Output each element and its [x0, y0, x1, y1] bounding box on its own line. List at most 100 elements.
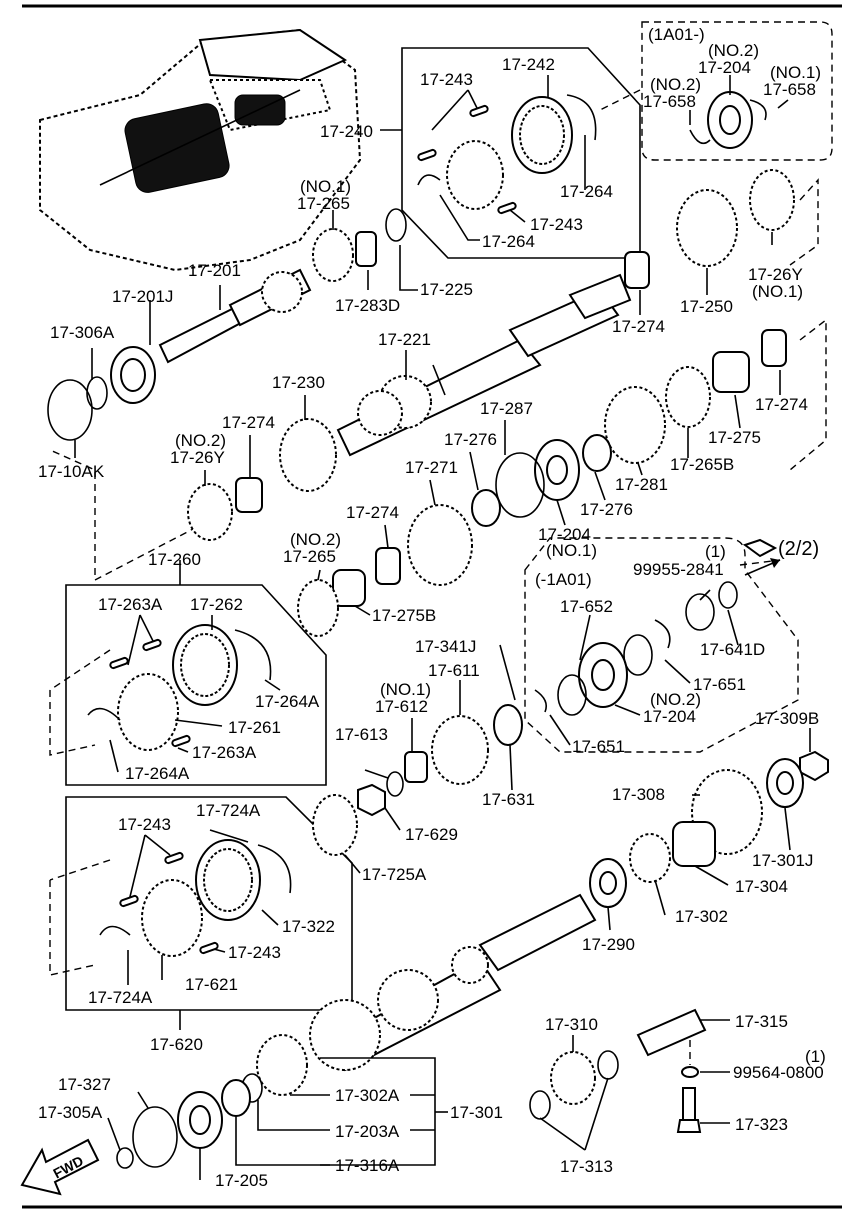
label-no2-204: (NO.2) — [708, 41, 759, 60]
label-99955-2841: 99955-2841 — [633, 560, 724, 579]
label-qty-1-a: (1) — [705, 542, 726, 561]
part-labels: 17-201 17-201J 17-306A 17-10AK (NO.1) 17… — [38, 25, 826, 1190]
label-17-275B: 17-275B — [372, 606, 436, 625]
label-17-265-no2: 17-265 — [283, 547, 336, 566]
label-17-26Y-b: 17-26Y — [170, 448, 225, 467]
label-17-264-b: 17-264 — [482, 232, 535, 251]
label-17-204-c: 17-204 — [643, 707, 696, 726]
label-17-652: 17-652 — [560, 597, 613, 616]
input-shaft — [158, 268, 312, 364]
label-99564-0800: 99564-0800 — [733, 1063, 824, 1082]
label-17-264A-a: 17-264A — [255, 692, 320, 711]
label-no1-204: (NO.1) — [546, 541, 597, 560]
label-17-264A-b: 17-264A — [125, 764, 190, 783]
label-17-10AK: 17-10AK — [38, 462, 105, 481]
label-no2-204-lower: (NO.2) — [650, 690, 701, 709]
page-ref-arrow — [742, 538, 781, 576]
label-no1-612: (NO.1) — [380, 680, 431, 699]
label-17-262: 17-262 — [190, 595, 243, 614]
label-17-316A: 17-316A — [335, 1156, 400, 1175]
label-17-274-a: 17-274 — [612, 317, 665, 336]
label-1A01-code-lower: (-1A01) — [535, 570, 592, 589]
label-17-274-b: 17-274 — [755, 395, 808, 414]
label-1A01-code: (1A01-) — [648, 25, 705, 44]
label-17-205: 17-205 — [215, 1171, 268, 1190]
label-17-242: 17-242 — [502, 55, 555, 74]
label-17-313: 17-313 — [560, 1157, 613, 1176]
label-17-651-b: 17-651 — [572, 737, 625, 756]
label-17-621: 17-621 — [185, 975, 238, 994]
label-17-243-c: 17-243 — [118, 815, 171, 834]
label-17-612: 17-612 — [375, 697, 428, 716]
key-pins — [109, 104, 517, 955]
main-shaft — [336, 273, 632, 457]
box-17-260 — [65, 584, 327, 786]
label-17-290: 17-290 — [582, 935, 635, 954]
label-17-201: 17-201 — [188, 261, 241, 280]
label-17-204-a: 17-204 — [698, 58, 751, 77]
label-17-230: 17-230 — [272, 373, 325, 392]
label-17-276-a: 17-276 — [444, 430, 497, 449]
label-17-327: 17-327 — [58, 1075, 111, 1094]
label-17-309B: 17-309B — [755, 709, 819, 728]
label-17-274-d: 17-274 — [346, 503, 399, 522]
fwd-arrow-icon — [20, 1138, 100, 1196]
label-17-310: 17-310 — [545, 1015, 598, 1034]
label-17-264-a: 17-264 — [560, 182, 613, 201]
box-17-620 — [65, 796, 353, 1011]
label-17-250: 17-250 — [680, 297, 733, 316]
label-17-203A: 17-203A — [335, 1122, 400, 1141]
label-17-276-b: 17-276 — [580, 500, 633, 519]
label-17-306A: 17-306A — [50, 323, 115, 342]
label-17-613: 17-613 — [335, 725, 388, 744]
label-17-629: 17-629 — [405, 825, 458, 844]
label-no1-26Y: (NO.1) — [752, 282, 803, 301]
label-17-263A-b: 17-263A — [192, 743, 257, 762]
dashed-leaders — [49, 89, 827, 1065]
label-17-341J: 17-341J — [415, 637, 476, 656]
label-17-26Y-a: 17-26Y — [748, 265, 803, 284]
label-17-260: 17-260 — [148, 550, 201, 569]
label-17-304: 17-304 — [735, 877, 788, 896]
label-17-243-b: 17-243 — [530, 215, 583, 234]
label-no2-265: (NO.2) — [290, 530, 341, 549]
label-17-201J: 17-201J — [112, 287, 173, 306]
label-17-301: 17-301 — [450, 1103, 503, 1122]
label-17-323: 17-323 — [735, 1115, 788, 1134]
label-17-651-a: 17-651 — [693, 675, 746, 694]
label-17-301J: 17-301J — [752, 851, 813, 870]
label-17-225: 17-225 — [420, 280, 473, 299]
label-17-658-a: 17-658 — [643, 92, 696, 111]
label-17-620: 17-620 — [150, 1035, 203, 1054]
label-qty-1-b: (1) — [805, 1047, 826, 1066]
label-17-287: 17-287 — [480, 399, 533, 418]
label-no1-658: (NO.1) — [770, 63, 821, 82]
label-17-281: 17-281 — [615, 475, 668, 494]
label-17-305A: 17-305A — [38, 1103, 103, 1122]
label-17-265-no1: 17-265 — [297, 194, 350, 213]
label-no2-658: (NO.2) — [650, 75, 701, 94]
label-17-724A-a: 17-724A — [196, 801, 261, 820]
label-17-204-b: 17-204 — [538, 525, 591, 544]
label-no1-265: (NO.1) — [300, 177, 351, 196]
leader-lines — [74, 75, 811, 1180]
label-17-611: 17-611 — [428, 661, 480, 680]
label-17-631: 17-631 — [482, 790, 535, 809]
box-1A01-upper — [641, 21, 833, 161]
parts-shapes — [47, 91, 829, 1169]
label-17-243-d: 17-243 — [228, 943, 281, 962]
label-17-274-c: 17-274 — [222, 413, 275, 432]
label-no2-26Y: (NO.2) — [175, 431, 226, 450]
label-17-302A: 17-302A — [335, 1086, 400, 1105]
label-17-725A: 17-725A — [362, 865, 427, 884]
label-17-658-b: 17-658 — [763, 80, 816, 99]
box-1A01-lower — [524, 537, 799, 753]
label-17-221: 17-221 — [378, 330, 431, 349]
label-17-263A-a: 17-263A — [98, 595, 163, 614]
label-17-265B: 17-265B — [670, 455, 734, 474]
label-17-261: 17-261 — [228, 718, 281, 737]
transmission-case-illustration — [39, 28, 362, 272]
label-17-275: 17-275 — [708, 428, 761, 447]
label-17-724A-b: 17-724A — [88, 988, 153, 1007]
